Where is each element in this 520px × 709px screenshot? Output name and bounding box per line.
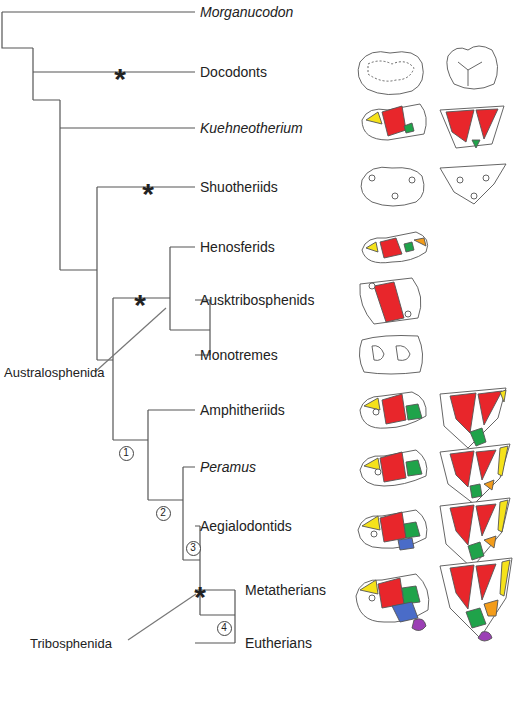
asterisk-mark: * (194, 582, 206, 612)
taxon-label: Ausktribosphenids (200, 293, 314, 307)
node-circle: 4 (217, 621, 232, 636)
taxon-label: Docodonts (200, 65, 267, 79)
taxon-label: Kuehneotherium (200, 121, 303, 135)
taxon-label: Morganucodon (200, 5, 293, 19)
node-number: 3 (190, 543, 196, 553)
clade-label: Tribosphenida (30, 637, 112, 650)
node-circle: 1 (119, 446, 134, 461)
taxon-label: Shuotheriids (200, 180, 278, 194)
taxon-label: Metatherians (245, 583, 326, 597)
taxon-label: Monotremes (200, 348, 278, 362)
taxon-label: Peramus (200, 460, 256, 474)
node-circle: 2 (156, 506, 171, 521)
asterisk-mark: * (134, 290, 146, 320)
node-number: 1 (123, 448, 129, 458)
molar-illustrations (356, 46, 512, 641)
taxon-label: Eutherians (245, 636, 312, 650)
asterisk-mark: * (114, 64, 126, 94)
node-number: 2 (160, 508, 166, 518)
node-number: 4 (221, 623, 227, 633)
node-circle: 3 (186, 541, 201, 556)
taxon-label: Aegialodontids (200, 519, 292, 533)
taxon-label: Henosferids (200, 240, 275, 254)
taxon-label: Amphitheriids (200, 403, 285, 417)
tree-branches (2, 12, 235, 643)
clade-label: Australosphenida (4, 366, 104, 379)
asterisk-mark: * (142, 179, 154, 209)
